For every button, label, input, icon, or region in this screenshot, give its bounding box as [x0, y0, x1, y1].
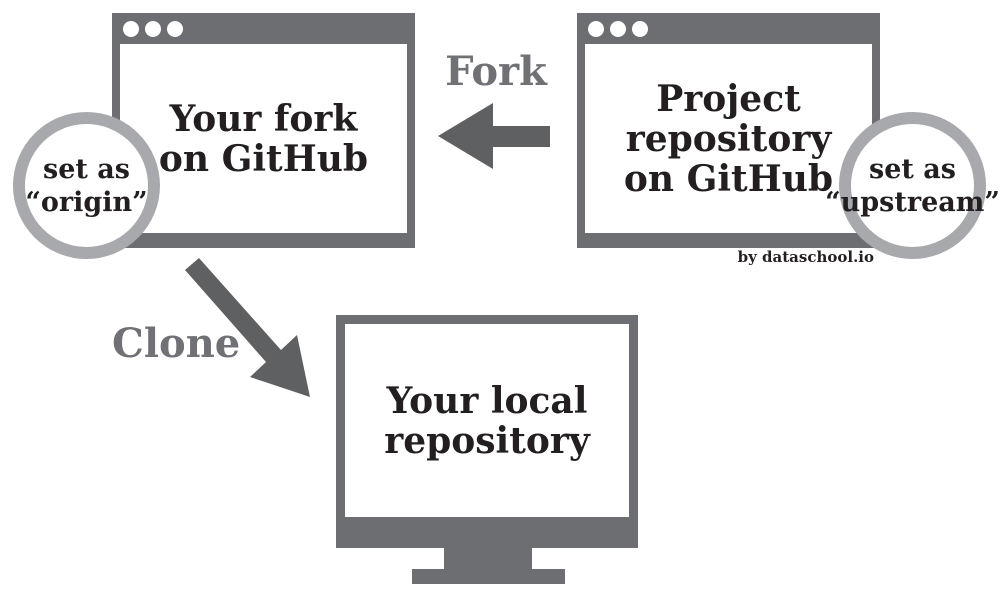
- window-control-dot: [123, 20, 139, 37]
- project-window-body: Project repository on GitHub: [585, 44, 872, 233]
- origin-badge-line: “origin”: [25, 186, 148, 218]
- window-control-dot: [167, 20, 183, 37]
- fork-window-titlebar: [112, 13, 415, 44]
- fork-window-body: Your fork on GitHub: [120, 44, 407, 233]
- project-window-titlebar: [577, 13, 880, 44]
- upstream-badge-line: set as: [869, 153, 956, 185]
- origin-badge-line: set as: [43, 153, 130, 185]
- window-control-dot: [588, 20, 604, 37]
- monitor-stand-neck: [444, 548, 532, 569]
- upstream-badge: set as “upstream”: [825, 112, 1000, 259]
- credit-text: by dataschool.io: [737, 248, 874, 266]
- window-control-dot: [610, 20, 626, 37]
- fork-window: Your fork on GitHub: [112, 13, 415, 248]
- local-repo-title-line: Your local: [386, 379, 588, 422]
- local-repo-title-line: repository: [384, 419, 590, 462]
- upstream-badge-line: “upstream”: [825, 186, 1000, 218]
- project-window-title-line: Project: [656, 77, 801, 120]
- monitor-stand-base: [412, 569, 565, 584]
- clone-label: Clone: [112, 320, 241, 367]
- fork-label: Fork: [445, 48, 547, 95]
- window-control-dot: [145, 20, 161, 37]
- fork-window-title-line: Your fork: [169, 97, 358, 140]
- local-monitor-screen: Your local repository: [345, 324, 629, 517]
- fork-window-title-line: on GitHub: [158, 137, 369, 180]
- project-window: Project repository on GitHub: [577, 13, 880, 248]
- local-monitor: Your local repository: [336, 315, 638, 548]
- project-window-title-line: repository: [625, 117, 832, 160]
- window-control-dot: [632, 20, 648, 37]
- fork-arrow-left-icon: [438, 103, 550, 169]
- origin-badge: set as “origin”: [13, 112, 160, 259]
- project-window-title-line: on GitHub: [623, 157, 834, 200]
